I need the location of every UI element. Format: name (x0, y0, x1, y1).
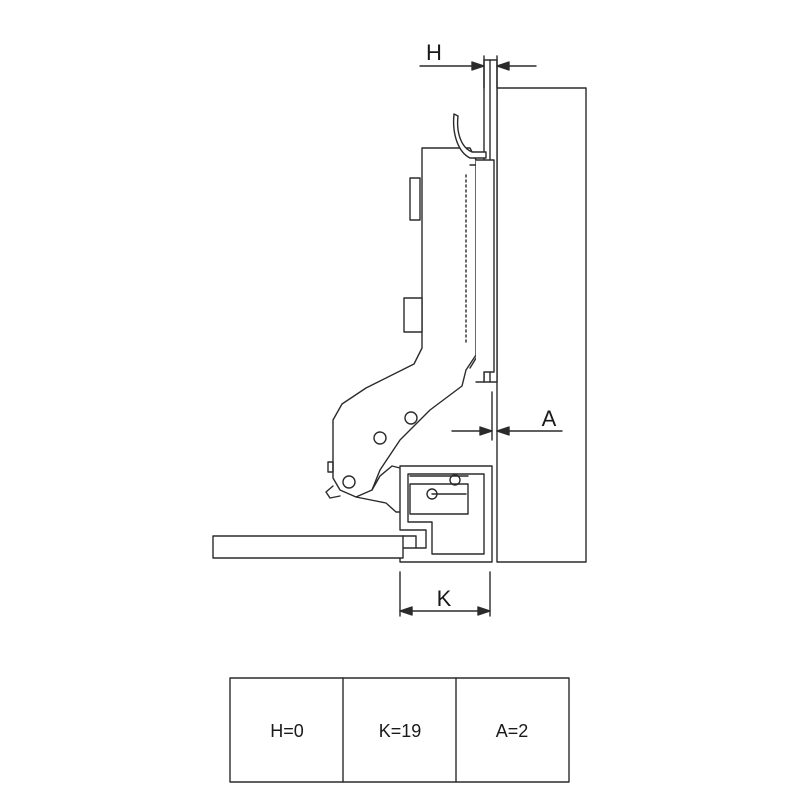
arm-notch-1 (327, 461, 334, 473)
arm-notch-2 (325, 485, 341, 499)
table-cell-k: K=19 (379, 721, 422, 741)
table-cell-h: H=0 (270, 721, 304, 741)
profile-frame-inner (407, 473, 485, 555)
cabinet-side-panel (496, 87, 587, 563)
arm-tab-upper (409, 177, 421, 221)
k-dim-arrow-left (399, 606, 413, 616)
clip-hook (452, 113, 487, 159)
pivot-circle-lower (342, 475, 356, 489)
value-table (229, 677, 570, 783)
hinge-base-plate (475, 159, 495, 383)
a-dim-arrow-right (496, 426, 510, 436)
k-dim-label: K (437, 586, 452, 611)
a-dim-label: A (542, 406, 557, 431)
pivot-circle-upper (404, 411, 418, 425)
door-edge-step (402, 535, 417, 549)
h-dim-label: H (426, 40, 442, 65)
hinge-arm (332, 147, 477, 498)
cup-pin-upper (449, 474, 461, 486)
h-dim-arrow-right (496, 61, 510, 71)
table-cell-a: A=2 (496, 721, 529, 741)
k-dim-arrow-right (477, 606, 491, 616)
a-dim-arrow-left (479, 426, 493, 436)
h-dim-arrow-left (471, 61, 485, 71)
arm-tab-lower (403, 297, 423, 333)
pivot-circle-middle (373, 431, 387, 445)
door-panel (212, 535, 404, 559)
cup-mechanism (409, 483, 469, 515)
